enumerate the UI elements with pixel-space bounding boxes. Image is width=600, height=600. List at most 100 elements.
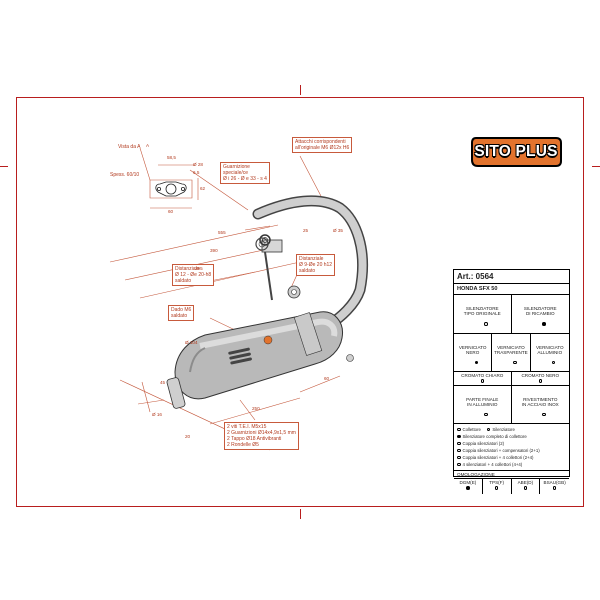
finish-transparent-radio[interactable] xyxy=(513,360,517,364)
logo-badge-shape xyxy=(471,137,562,167)
dim-45: 45 xyxy=(160,380,166,385)
chrome-black: CROMATO NERO xyxy=(512,372,570,385)
dim-295: 295 xyxy=(195,266,203,271)
option-four-four-label: 4 silenziatori + 4 collettori (4+4) xyxy=(462,462,523,467)
homologation-bsau-radio[interactable] xyxy=(552,486,557,490)
material-row: PARTE FINALE IN ALLUMINIO RIVESTIMENTO I… xyxy=(454,385,570,424)
type-replacement: SILENZIATORE DI RICAMBIO xyxy=(512,295,570,333)
option-complete-label: Silenziatore completo di collettore xyxy=(462,434,527,439)
dim-390: 390 xyxy=(210,248,218,253)
configuration-options: Collettore Silenziatore Silenziatore com… xyxy=(454,424,569,471)
material-inox: RIVESTIMENTO IN ACCIAIO INOX xyxy=(512,386,570,424)
option-four-four: 4 silenziatori + 4 collettori (4+4) xyxy=(457,461,566,468)
option-pair-collectors-radio[interactable] xyxy=(457,455,461,460)
finish-black-radio[interactable] xyxy=(474,360,479,364)
dim-250: 250 xyxy=(252,406,260,411)
homologation-dgm-radio[interactable] xyxy=(466,486,470,490)
option-four-four-radio[interactable] xyxy=(457,462,461,467)
dim-62: 62 xyxy=(200,186,206,191)
homologation-title: OMOLOGAZIONE xyxy=(457,472,495,477)
option-pair-compensators-label: Coppia silenziatori + compensatori (2+1) xyxy=(462,448,540,453)
flange-view xyxy=(155,181,187,197)
chrome-light-label: CROMATO CHIARO xyxy=(461,373,504,378)
type-replacement-radio[interactable] xyxy=(542,322,546,326)
finish-transparent: VERNICIATO TRASPARENTE xyxy=(492,333,531,371)
option-pair-radio[interactable] xyxy=(457,441,461,446)
homologation-dgm: DGM(E) xyxy=(454,479,483,494)
dim-60: 60 xyxy=(168,209,174,214)
homologation-dgm-label: DGM(E) xyxy=(459,480,477,485)
frame-tick-bottom xyxy=(300,509,301,519)
homologation-abe: ABE(D) xyxy=(512,479,541,494)
homologation-abe-radio[interactable] xyxy=(523,486,528,490)
dim-60b: 60 xyxy=(324,376,330,381)
material-aluminium-radio[interactable] xyxy=(484,412,488,416)
option-silencer-radio[interactable] xyxy=(486,427,491,432)
homologation-tps: TPS(F) xyxy=(483,479,512,494)
dim-58: 58,5 xyxy=(167,155,176,160)
option-pair-compensators-radio[interactable] xyxy=(457,448,461,453)
homologation-tps-label: TPS(F) xyxy=(489,480,505,485)
option-pair-compensators: Coppia silenziatori + compensatori (2+1) xyxy=(457,447,566,454)
model-name: HONDA SFX 50 xyxy=(454,284,569,295)
silencer-type-row: SILENZIATORE TIPO ORIGINALE SILENZIATORE… xyxy=(454,295,569,334)
dim-28: Ø 28 xyxy=(193,162,203,167)
option-pair-label: Coppia silenziatori (2) xyxy=(462,441,505,446)
dim-20: 20 xyxy=(185,434,191,439)
nut-callout: Dado M6 saldato xyxy=(168,305,195,321)
option-collector-radio[interactable] xyxy=(457,427,461,432)
article-number: Art.: 0564 xyxy=(454,270,569,284)
chrome-row: CROMATO CHIARO CROMATO NERO xyxy=(454,372,569,386)
dim-35: Ø 35 xyxy=(333,228,343,233)
gasket-ring xyxy=(255,237,269,251)
option-complete-radio[interactable] xyxy=(457,434,461,439)
thickness-label: Spess. 60/10 xyxy=(110,172,140,178)
homologation-abe-label: ABE(D) xyxy=(517,480,534,485)
homologation-row: DGM(E) TPS(F) ABE(D) BSAU(GB) xyxy=(454,478,569,494)
gasket-callout: Guarnizione speciale/ce Ø i 26 - Ø e 33 … xyxy=(220,162,270,184)
homologation-tps-radio[interactable] xyxy=(494,486,499,490)
material-inox-radio[interactable] xyxy=(542,412,546,416)
type-original: SILENZIATORE TIPO ORIGINALE xyxy=(454,295,512,333)
homologation-bsau: BSAU(GB) xyxy=(540,479,569,494)
mounts-callout: Attacchi corrispondenti all'originale M6… xyxy=(292,137,353,153)
material-aluminium-label: PARTE FINALE IN ALLUMINIO xyxy=(466,396,499,407)
dim-65: 6,5 xyxy=(193,170,200,175)
finish-aluminium-radio[interactable] xyxy=(551,360,556,364)
option-collector: Collettore Silenziatore xyxy=(457,426,566,433)
chrome-black-radio[interactable] xyxy=(538,379,542,383)
chrome-light: CROMATO CHIARO xyxy=(454,372,512,385)
drawing-frame xyxy=(16,97,584,507)
option-pair: Coppia silenziatori (2) xyxy=(457,440,566,447)
parts-list-callout: 2 viti T.E.I. M5x15 2 Guarnizioni Ø14x4,… xyxy=(224,422,299,450)
option-pair-collectors: Coppia silenziatori + 4 collettori (2+4) xyxy=(457,454,566,461)
finish-black: VERNICIATO NERO xyxy=(454,333,493,371)
homologation-bsau-label: BSAU(GB) xyxy=(543,480,566,485)
dim-A: A xyxy=(146,143,150,148)
dim-104: Ø 104 xyxy=(185,340,198,345)
spacer-callout-right: Distanziale Ø 9-Øe 20 h12 saldato xyxy=(296,254,336,276)
spec-panel: Art.: 0564 HONDA SFX 50 SILENZIATORE TIP… xyxy=(453,269,570,494)
type-replacement-label: SILENZIATORE DI RICAMBIO xyxy=(523,306,557,316)
sito-plus-logo: SITO PLUS xyxy=(468,134,564,170)
option-complete: Silenziatore completo di collettore xyxy=(457,433,566,440)
finish-transparent-label: VERNICIATO TRASPARENTE xyxy=(494,344,528,355)
material-aluminium: PARTE FINALE IN ALLUMINIO xyxy=(454,385,512,423)
silencer-body xyxy=(166,311,354,409)
finish-black-label: VERNICIATO NERO xyxy=(458,344,487,355)
dimension-lines xyxy=(109,147,341,451)
finish-aluminium: VERNICIATO ALLUMINIO xyxy=(531,334,569,372)
finish-aluminium-label: VERNICIATO ALLUMINIO xyxy=(535,344,564,355)
frame-tick-left xyxy=(0,166,8,167)
exhaust-header-pipe xyxy=(252,195,369,330)
dim-555: 555 xyxy=(218,230,226,235)
option-silencer-label: Silenziatore xyxy=(492,427,515,432)
spacer-callout-left: Distanziale Ø 12 - Øe 20-h8 saldato xyxy=(172,264,215,286)
type-original-label: SILENZIATORE TIPO ORIGINALE xyxy=(463,306,501,316)
option-collector-label: Collettore xyxy=(462,427,481,432)
type-original-radio[interactable] xyxy=(484,322,488,326)
finish-row: VERNICIATO NERO VERNICIATO TRASPARENTE V… xyxy=(454,333,569,372)
chrome-light-radio[interactable] xyxy=(480,379,484,383)
frame-tick-right xyxy=(592,166,600,167)
